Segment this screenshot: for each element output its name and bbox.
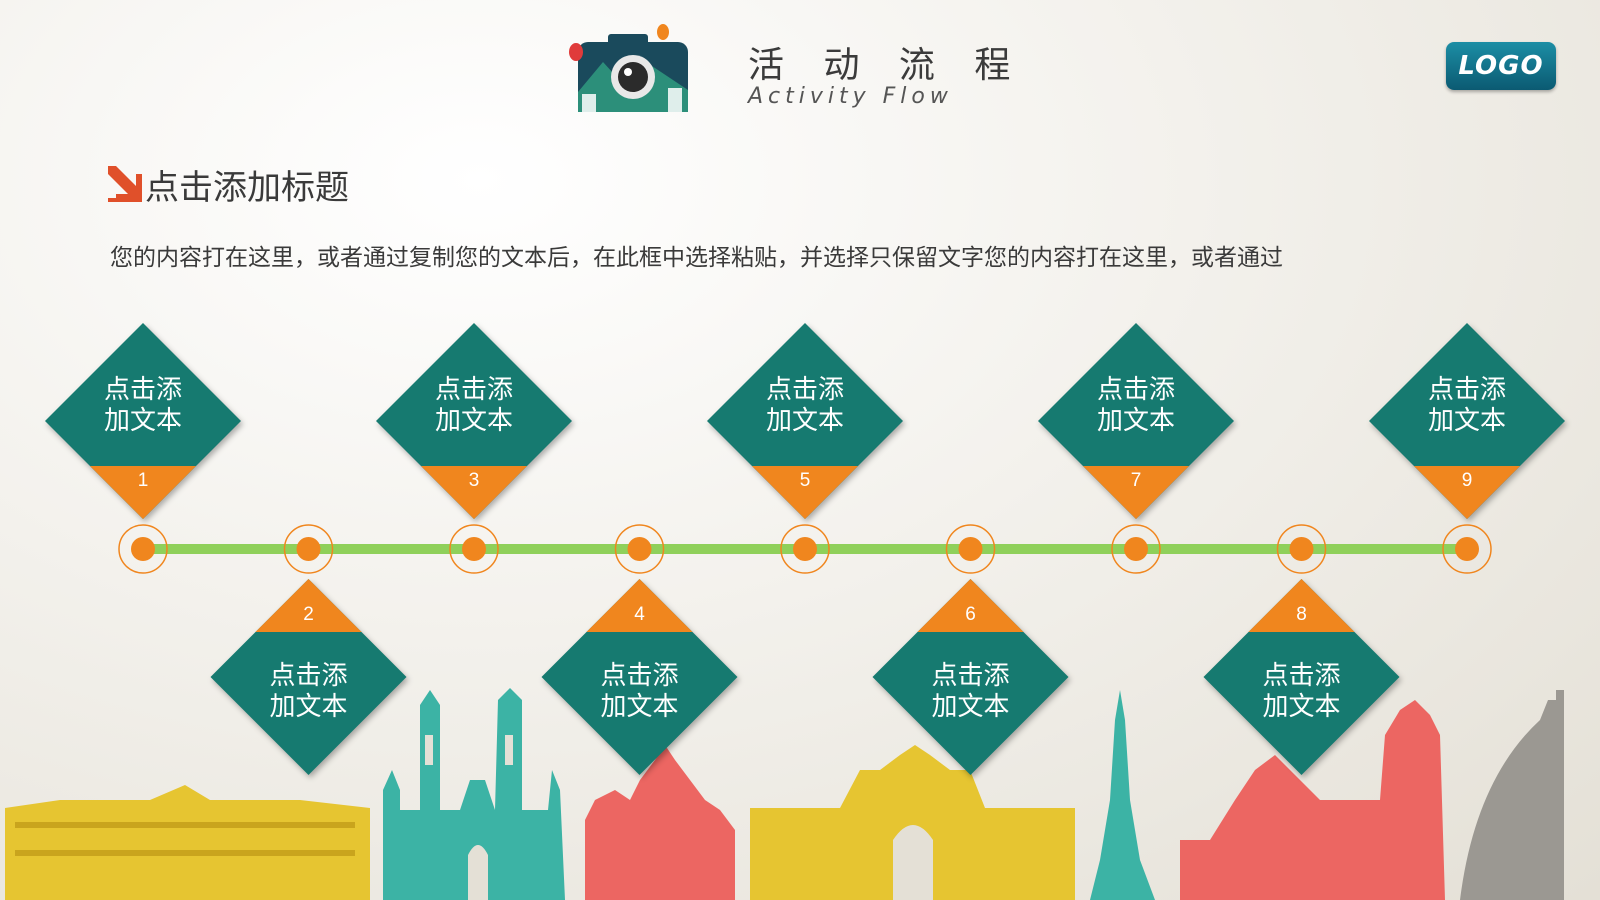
timeline-marker-ring	[1276, 524, 1327, 574]
node-label-line1: 点击添	[1262, 661, 1341, 691]
node-label-line2: 加文本	[1096, 406, 1175, 436]
node-label-line2: 加文本	[1427, 406, 1506, 436]
node-label-line2: 加文本	[103, 406, 182, 436]
node-label-line2: 加文本	[600, 692, 679, 722]
node-label-line1: 点击添	[434, 375, 513, 405]
corner-arrow-icon	[108, 166, 142, 202]
timeline-node-4	[541, 524, 738, 775]
timeline-marker-ring	[283, 524, 334, 574]
node-number: 7	[1130, 470, 1142, 491]
node-label: 点击添加文本	[1397, 375, 1537, 437]
timeline-marker-dot	[296, 537, 321, 561]
node-label-line2: 加文本	[765, 406, 844, 436]
node-number: 2	[303, 604, 314, 625]
node-number: 9	[1461, 470, 1473, 491]
timeline-node-2	[210, 524, 407, 775]
timeline-marker-ring	[780, 524, 830, 574]
timeline-marker-dot	[1124, 537, 1148, 561]
node-number-tab	[90, 466, 196, 519]
node-number: 5	[799, 470, 811, 491]
node-label-line2: 加文本	[269, 692, 348, 722]
node-number-tab	[917, 579, 1024, 632]
timeline-marker-ring	[118, 524, 168, 574]
timeline-marker-dot	[131, 537, 155, 561]
node-number: 1	[137, 470, 149, 491]
node-label: 点击添加文本	[1232, 661, 1372, 723]
timeline-marker-dot	[627, 537, 652, 561]
node-label-line1: 点击添	[1427, 375, 1506, 405]
node-number-tab	[586, 579, 693, 632]
timeline-marker-ring	[1111, 524, 1161, 574]
timeline-marker-ring	[449, 524, 499, 574]
timeline-node-6	[872, 524, 1069, 775]
timeline-marker-ring	[614, 524, 665, 574]
node-number: 6	[965, 604, 976, 625]
node-number-tab	[752, 466, 858, 519]
node-label-line2: 加文本	[931, 692, 1010, 722]
node-number: 3	[468, 470, 480, 491]
node-number: 4	[634, 604, 645, 625]
node-label-line1: 点击添	[931, 661, 1010, 691]
timeline-node-8	[1203, 524, 1400, 775]
camera-travel-icon	[569, 24, 688, 112]
timeline-marker-dot	[1455, 537, 1479, 561]
node-number-tab	[1083, 466, 1189, 519]
page-title: 活 动 流 程	[748, 45, 1025, 86]
node-number-tab	[255, 579, 362, 632]
node-label: 点击添加文本	[404, 375, 544, 437]
node-label-line1: 点击添	[269, 661, 348, 691]
page-subtitle: Activity Flow	[748, 84, 953, 109]
node-label-line2: 加文本	[1262, 692, 1341, 722]
timeline-node-1	[45, 323, 241, 574]
timeline-node-9	[1369, 323, 1565, 574]
timeline-marker-dot	[1289, 537, 1314, 561]
node-label: 点击添加文本	[239, 661, 379, 723]
node-label-line2: 加文本	[434, 406, 513, 436]
logo-badge: LOGO	[1446, 42, 1556, 90]
node-number-tab	[1414, 466, 1520, 519]
node-label: 点击添加文本	[1066, 375, 1206, 437]
body-text: 您的内容打在这里，或者通过复制您的文本后，在此框中选择粘贴，并选择只保留文字您的…	[110, 245, 1283, 271]
section-title: 点击添加标题	[145, 168, 349, 208]
timeline-node-3	[376, 323, 572, 574]
timeline-node-7	[1038, 323, 1234, 574]
timeline-marker-ring	[1442, 524, 1492, 574]
timeline-node-5	[707, 323, 903, 574]
node-label: 点击添加文本	[901, 661, 1041, 723]
timeline-marker-dot	[958, 537, 983, 561]
timeline-marker-dot	[793, 537, 817, 561]
node-label-line1: 点击添	[765, 375, 844, 405]
node-label: 点击添加文本	[73, 375, 213, 437]
node-label-line1: 点击添	[600, 661, 679, 691]
node-label: 点击添加文本	[735, 375, 875, 437]
node-number-tab	[421, 466, 527, 519]
node-label-line1: 点击添	[103, 375, 182, 405]
node-number: 8	[1296, 604, 1307, 625]
timeline-marker-ring	[945, 524, 996, 574]
node-label-line1: 点击添	[1096, 375, 1175, 405]
timeline-marker-dot	[462, 537, 486, 561]
node-label: 点击添加文本	[570, 661, 710, 723]
node-number-tab	[1248, 579, 1355, 632]
